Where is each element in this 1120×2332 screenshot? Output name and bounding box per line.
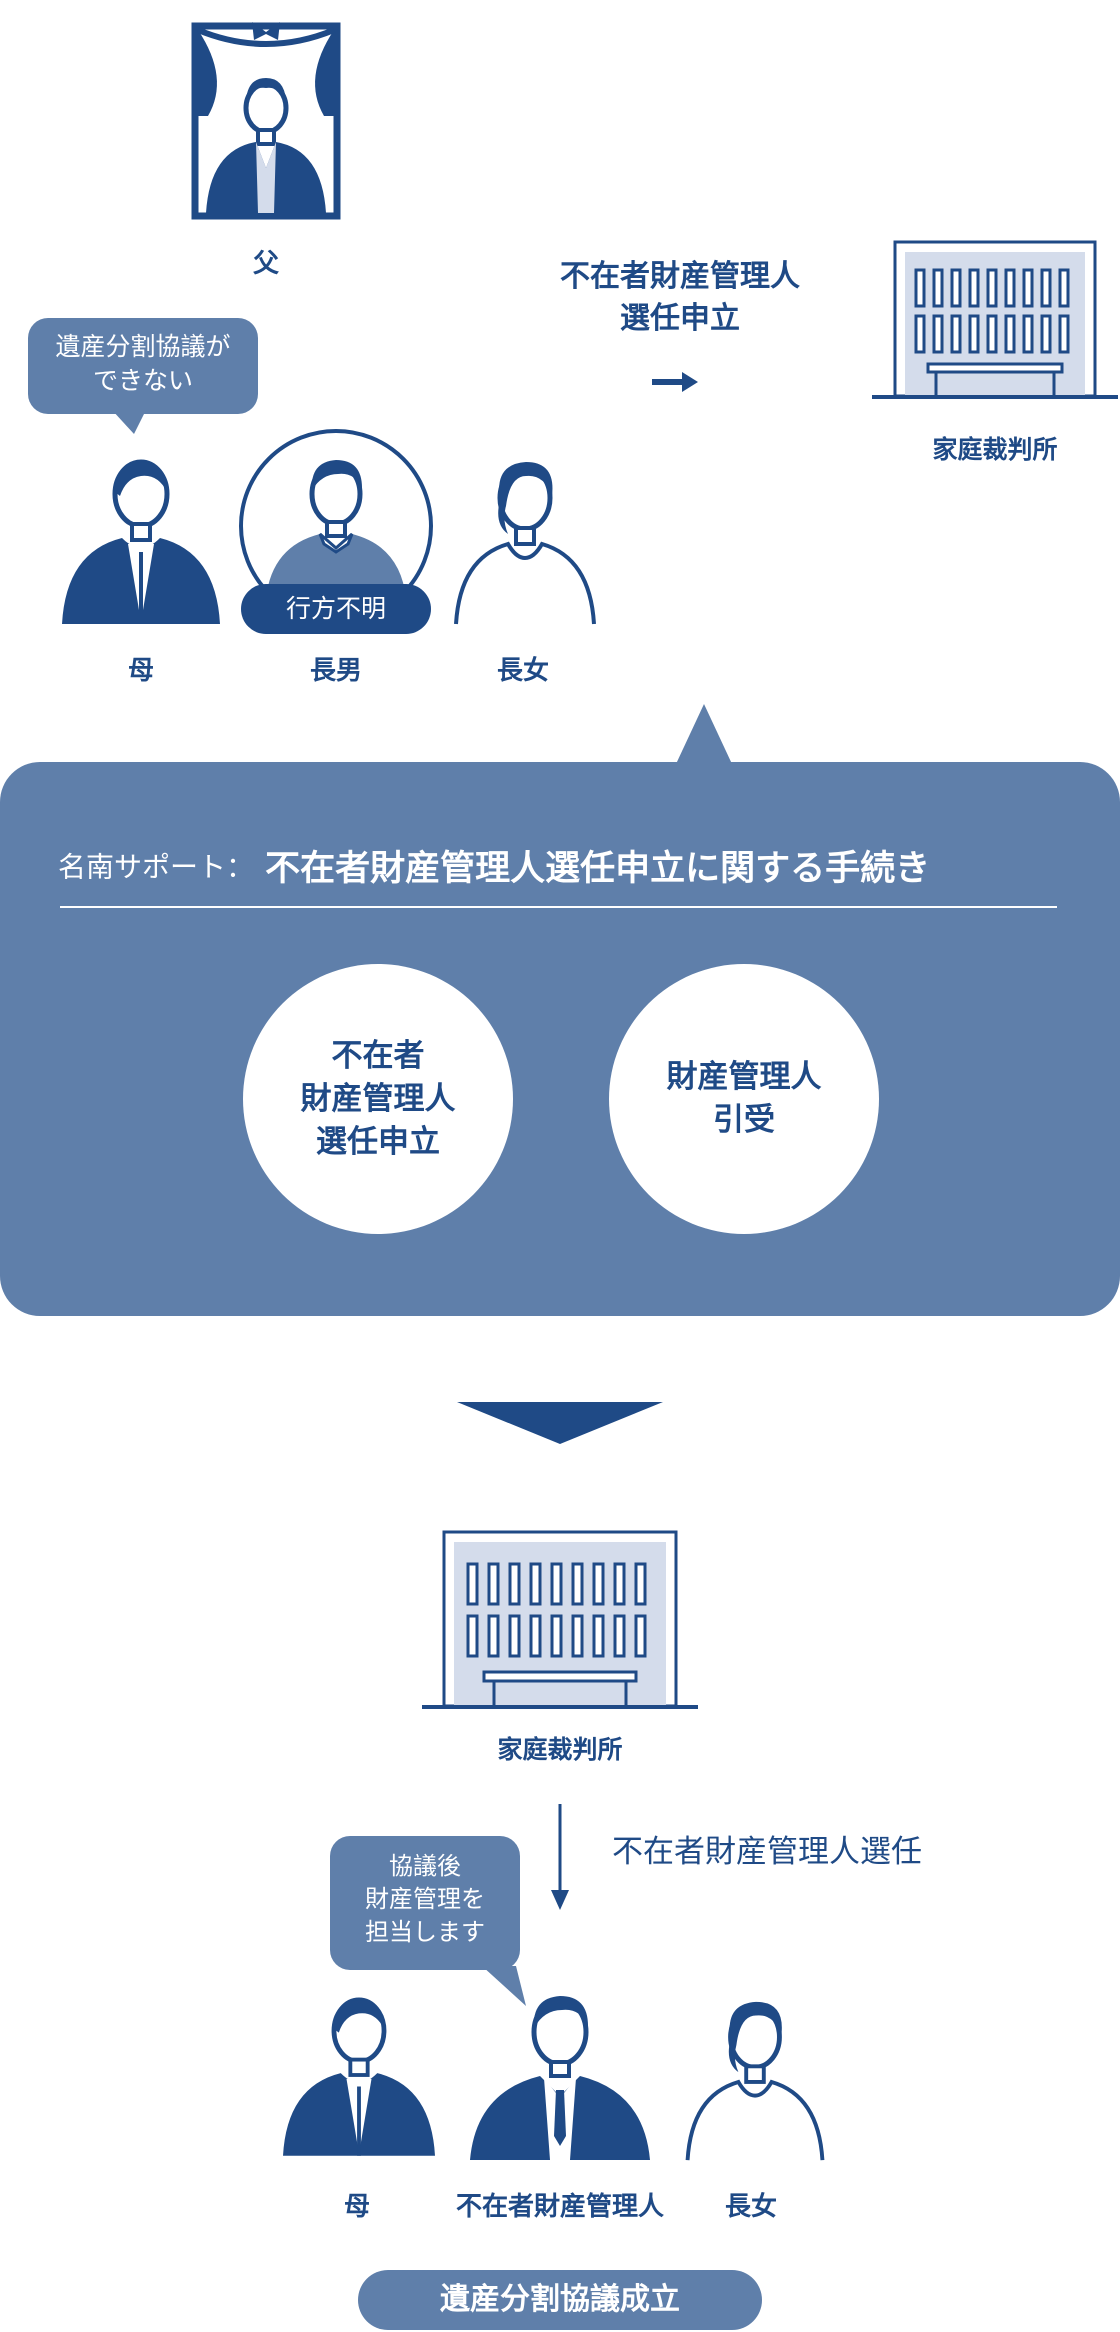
step-circle-acceptance: 財産管理人 引受 [609, 964, 879, 1234]
cannot-agree-bubble: 遺産分割協議が できない [28, 318, 258, 414]
court-building-icon-bottom [422, 1530, 698, 1712]
mother-figure [62, 452, 220, 628]
person-label-manager: 不在者財産管理人 [455, 2192, 664, 2222]
person-label-mother-bottom: 母 [343, 2192, 370, 2222]
support-panel: 名南サポート： 不在者財産管理人選任申立に関する手続き 不在者 財産管理人 選任… [0, 762, 1120, 1316]
father-label: 父 [252, 249, 279, 279]
eldest-daughter-figure-bottom [682, 1994, 828, 2166]
down-thin-arrow-icon [548, 1804, 572, 1914]
eldest-daughter-figure [452, 454, 598, 630]
manager-bubble: 協議後 財産管理を 担当します [330, 1836, 520, 1970]
manager-figure [470, 1986, 650, 2162]
down-arrow-icon [457, 1402, 663, 1444]
panel-heading: 名南サポート： 不在者財産管理人選任申立に関する手続き [58, 840, 1068, 891]
panel-title: 不在者財産管理人選任申立に関する手続き [265, 849, 931, 889]
father-portrait [190, 18, 342, 220]
court-building-icon [872, 240, 1118, 402]
court-label-bottom: 家庭裁判所 [497, 1735, 623, 1764]
person-label-mother: 母 [127, 656, 154, 686]
result-badge: 遺産分割協議成立 [358, 2270, 762, 2330]
panel-prefix: 名南サポート： [58, 850, 255, 884]
right-arrow-icon [652, 370, 700, 394]
eldest-son-circle [238, 428, 434, 624]
bubble-tail-bottom [482, 1966, 526, 2006]
panel-pointer [676, 704, 732, 764]
appointment-text: 不在者財産管理人選任 [612, 1834, 922, 1870]
person-label-eldest-daughter: 長女 [496, 656, 549, 686]
person-label-eldest-son: 長男 [309, 656, 362, 686]
step-circle-application: 不在者 財産管理人 選任申立 [243, 964, 513, 1234]
court-label-top: 家庭裁判所 [932, 435, 1058, 464]
person-label-eldest-daughter-bottom: 長女 [724, 2192, 777, 2222]
mother-figure-bottom [283, 1990, 435, 2160]
application-caption: 不在者財産管理人 選任申立 [560, 259, 800, 336]
bubble-tail [112, 410, 146, 434]
panel-divider [60, 906, 1057, 908]
missing-badge: 行方不明 [241, 584, 431, 634]
